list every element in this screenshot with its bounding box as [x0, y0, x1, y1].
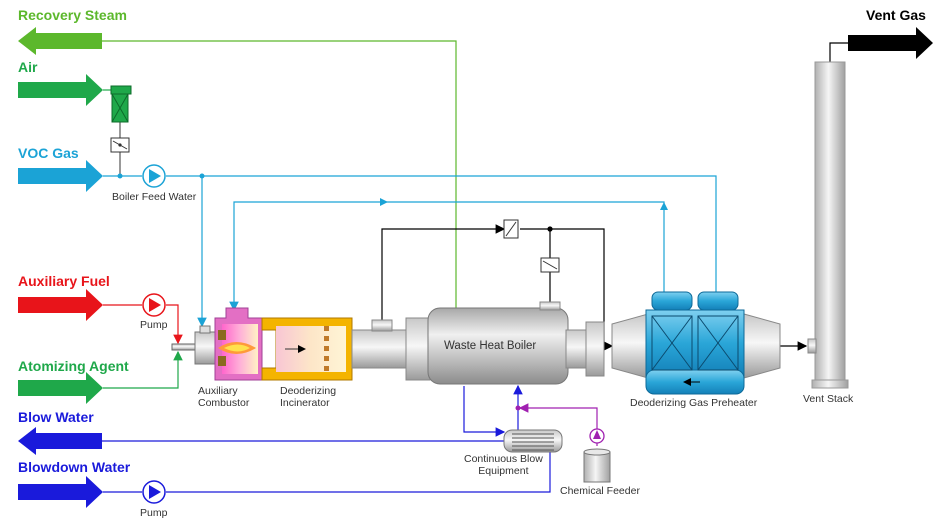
vent-stack: [807, 61, 849, 389]
atomizing-agent-arrow: [18, 372, 103, 404]
auxiliary-fuel-arrow: [18, 289, 103, 321]
vent-stack-label: Vent Stack: [803, 393, 854, 405]
blowdown-pump: [142, 480, 166, 504]
fuel-pump-label: Pump: [140, 319, 168, 331]
chemical-feeder-label: Chemical Feeder: [560, 485, 640, 497]
vent-stack-outlet: [829, 42, 848, 64]
preheated-gas-line: [229, 201, 665, 312]
recovery-steam-line: [102, 40, 457, 308]
continuous-blow-equipment: [503, 429, 563, 453]
continuous-blow-label: Continuous Blow Equipment: [464, 453, 543, 477]
auxiliary-combustor: [194, 307, 263, 381]
air-fan: [110, 85, 132, 123]
air-damper: [110, 137, 130, 153]
boiler-feed-water-pump: [142, 164, 166, 188]
flue-bypass-line: [381, 224, 506, 320]
atomizing-agent-line: [103, 350, 183, 389]
auxiliary-fuel-label: Auxiliary Fuel: [18, 273, 110, 289]
gas-preheater-label: Deoderizing Gas Preheater: [630, 397, 758, 409]
recovery-steam-arrow: [18, 27, 102, 55]
voc-gas-label: VOC Gas: [18, 145, 79, 161]
chemical-pump: [589, 428, 605, 444]
deodorizing-incinerator-label: Deoderizing Incinerator: [280, 385, 337, 409]
burner-nozzle: [171, 343, 197, 351]
air-arrow: [18, 74, 103, 106]
voc-gas-arrow: [18, 160, 103, 192]
air-label: Air: [18, 59, 38, 75]
deodorizing-incinerator: [261, 317, 353, 381]
recovery-steam-label: Recovery Steam: [18, 7, 127, 23]
blowdown-water-arrow: [18, 476, 103, 508]
waste-heat-boiler-label: Waste Heat Boiler: [444, 340, 537, 352]
blow-water-arrow: [18, 427, 102, 455]
fuel-pump: [142, 293, 166, 317]
boiler-outlet-damper: [540, 257, 560, 273]
auxiliary-combustor-label: Auxiliary Combustor: [198, 385, 250, 409]
bypass-damper: [503, 219, 519, 239]
chemical-feeder: [583, 448, 611, 483]
atomizing-agent-label: Atomizing Agent: [18, 358, 129, 374]
vent-gas-label: Vent Gas: [866, 7, 926, 23]
deodorizing-gas-preheater: [611, 291, 781, 395]
waste-heat-boiler: [427, 301, 605, 385]
flue-duct: [351, 317, 431, 381]
blowdown-pump-label: Pump: [140, 507, 168, 519]
blow-water-label: Blow Water: [18, 409, 94, 425]
vent-gas-arrow: [848, 27, 933, 59]
blowdown-water-label: Blowdown Water: [18, 459, 131, 475]
boiler-feed-water-label: Boiler Feed Water: [112, 191, 197, 203]
